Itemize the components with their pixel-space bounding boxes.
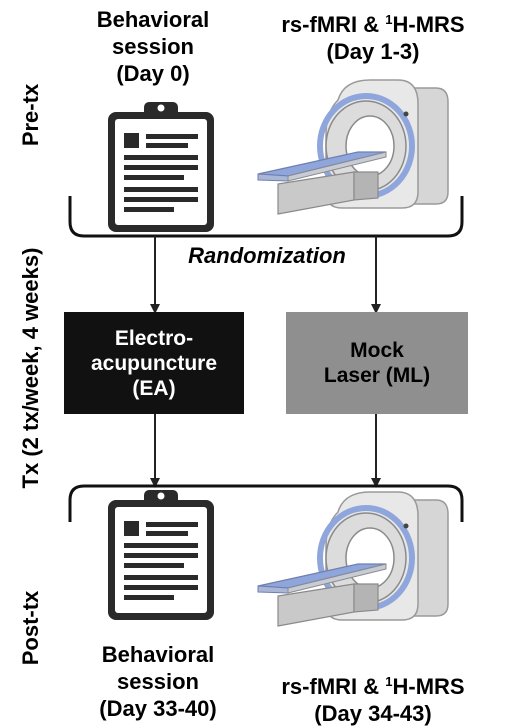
ml-arm-box: Mock Laser (ML): [286, 312, 468, 414]
pre-imaging-label: rs-fMRI & 1H-MRS (Day 1-3): [281, 12, 465, 64]
post-behavioral-label: Behavioral session (Day 33-40): [99, 642, 217, 721]
pre-behavioral-label: Behavioral session (Day 0): [96, 7, 210, 86]
clipboard-icon: [108, 102, 214, 232]
grouping-bracket-post: [68, 484, 464, 522]
mri-scanner-icon: [258, 492, 448, 626]
clipboard-icon: [108, 490, 214, 620]
post-imaging-label: rs-fMRI & 1H-MRS (Day 34-43): [281, 674, 465, 726]
mri-scanner-icon: [258, 80, 448, 214]
randomization-label: Randomization: [164, 243, 370, 269]
grouping-bracket-pre: [68, 196, 464, 238]
ea-arm-box: Electro- acupuncture (EA): [64, 312, 244, 414]
